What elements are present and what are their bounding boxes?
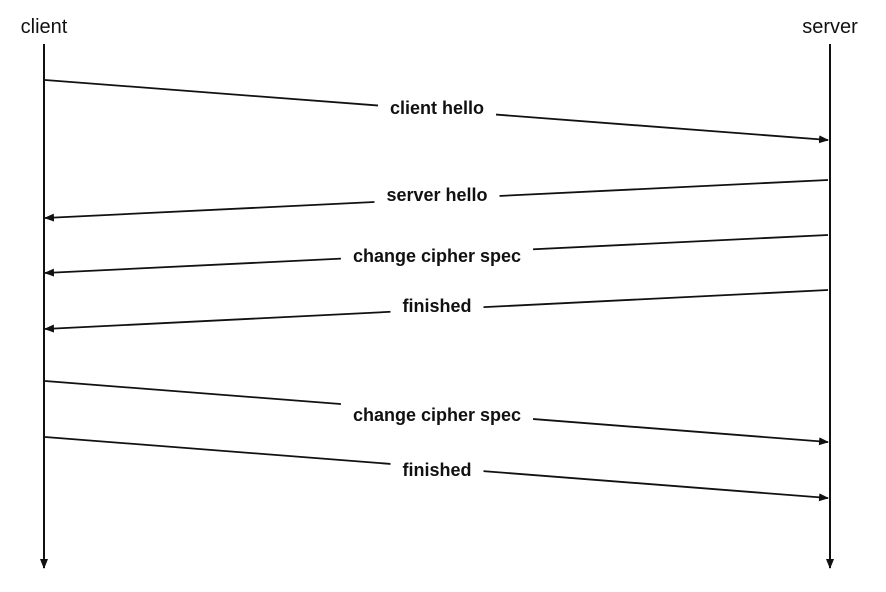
messages-group: client hello server hello change cipher sp…	[44, 79, 829, 502]
message-label-background	[390, 293, 484, 318]
message-label-background	[390, 457, 484, 482]
message-label-background	[340, 402, 534, 427]
message-label: change cipher spec	[353, 246, 521, 266]
message-label: finished	[402, 460, 471, 480]
message-label: client hello	[390, 98, 484, 118]
message-label-background	[377, 95, 497, 120]
message-label-background	[340, 243, 534, 268]
message-label: finished	[402, 296, 471, 316]
server-actor-label: server	[802, 16, 858, 38]
message-label: server hello	[386, 185, 487, 205]
message-label: change cipher spec	[353, 405, 521, 425]
client-actor-label: client	[21, 16, 68, 38]
message-label-background	[374, 182, 500, 207]
